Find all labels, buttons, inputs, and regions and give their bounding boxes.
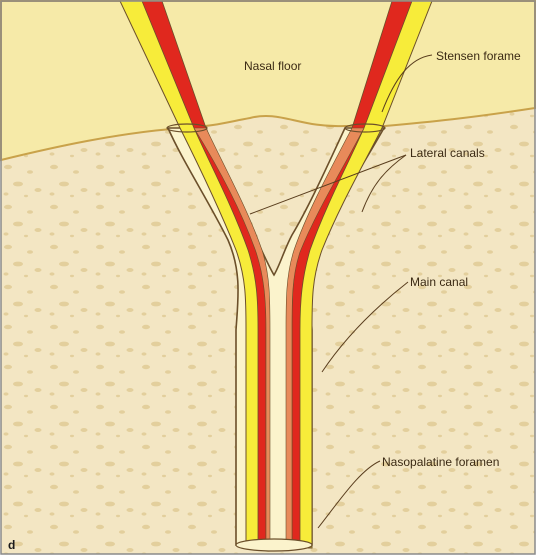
label-main-canal: Main canal: [410, 275, 468, 289]
label-lateral-canals: Lateral canals: [410, 146, 485, 160]
label-stensen-foramen: Stensen forame: [436, 49, 521, 63]
label-nasal-floor: Nasal floor: [244, 59, 301, 73]
label-nasopalatine-foramen: Nasopalatine foramen: [382, 455, 499, 469]
nasopalatine-foramen: [236, 539, 312, 551]
panel-letter: d: [8, 538, 15, 552]
